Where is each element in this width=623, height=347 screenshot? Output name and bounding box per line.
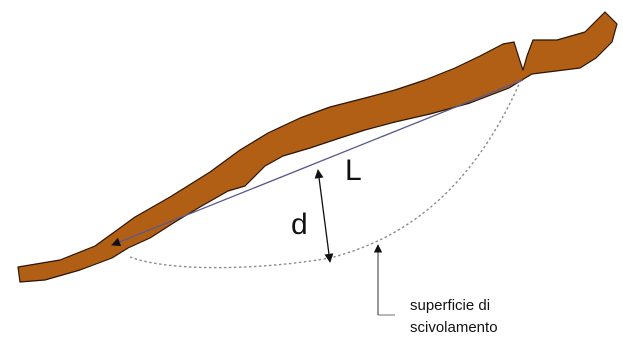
slip-surface-label: superficie di scivolamento: [410, 295, 498, 339]
length-chord-line: [111, 79, 524, 247]
slip-surface-label-line2: scivolamento: [410, 319, 498, 336]
depth-arrow: [314, 169, 334, 263]
soil-layer: [17, 11, 618, 283]
depth-label: d: [291, 208, 308, 241]
length-label: L: [345, 154, 362, 187]
slip-surface-label-line1: superficie di: [410, 297, 491, 314]
